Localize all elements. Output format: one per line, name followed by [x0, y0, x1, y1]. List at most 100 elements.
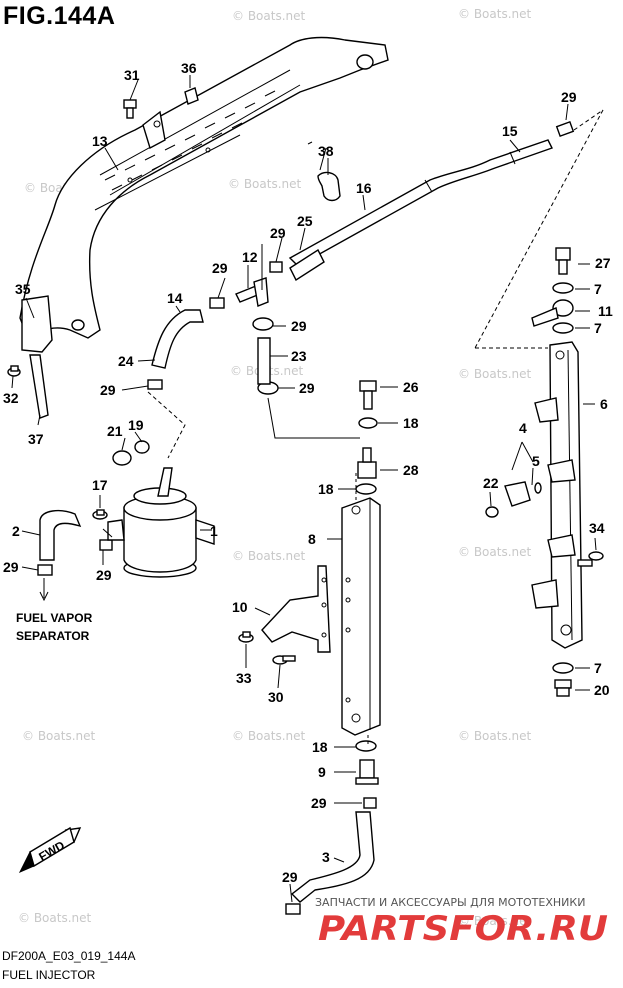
callout-18c: 18: [312, 739, 328, 755]
part-36-nut: [184, 87, 199, 105]
part-37-strap: [29, 354, 49, 419]
callout-22: 22: [483, 475, 499, 491]
callout-12: 12: [242, 249, 258, 265]
part-27-bolt: [555, 247, 571, 275]
callout-33: 33: [236, 670, 252, 686]
part-33-bolt: [238, 631, 254, 643]
watermark-text: © Boats.net: [458, 914, 532, 928]
callout-7b: 7: [594, 320, 602, 336]
part-31-bolt: [123, 99, 137, 119]
figure-caption: FUEL INJECTOR: [2, 968, 96, 982]
part-20-plug: [554, 679, 572, 697]
clamp-group: [37, 121, 575, 915]
part-19-grommet: [134, 440, 150, 454]
part-7-washer: [552, 322, 574, 334]
callout-30: 30: [268, 689, 284, 705]
part-9-fitting: [355, 759, 379, 785]
callout-31: 31: [124, 67, 140, 83]
callout-17: 17: [92, 477, 108, 493]
part-1-separator: [107, 467, 215, 578]
callout-7c: 7: [594, 660, 602, 676]
callout-35: 35: [15, 281, 31, 297]
callout-8: 8: [308, 531, 316, 547]
part-8-rail: [341, 497, 381, 736]
callout-29f: 29: [299, 380, 315, 396]
callout-27: 27: [595, 255, 611, 271]
seller-brand: PARTSFOR.RU: [318, 909, 608, 949]
callout-19: 19: [128, 417, 144, 433]
part-2-hose: [39, 509, 82, 561]
callout-18a: 18: [403, 415, 419, 431]
watermark-text: © Boats.net: [458, 545, 532, 559]
callout-15: 15: [502, 123, 518, 139]
note-line-1: FUEL VAPOR: [16, 611, 93, 625]
watermark-text: © Boats.net: [458, 367, 532, 381]
part-32-screw: [7, 365, 21, 377]
callout-37: 37: [28, 431, 44, 447]
callout-2: 2: [12, 523, 20, 539]
part-23-hose: [257, 337, 271, 385]
callout-9: 9: [318, 764, 326, 780]
part-4-injector: [485, 481, 542, 518]
part-35-plate: [21, 295, 53, 353]
part-11-banjo: [531, 299, 574, 327]
callout-21: 21: [107, 423, 123, 439]
callout-5: 5: [532, 453, 540, 469]
callout-36: 36: [181, 60, 197, 76]
part-18-washer: [358, 417, 378, 429]
callout-25: 25: [297, 213, 313, 229]
callout-1: 1: [210, 523, 218, 539]
part-7-washer: [552, 662, 574, 674]
callout-23: 23: [291, 348, 307, 364]
callout-6: 6: [600, 396, 608, 412]
callout-14: 14: [167, 290, 183, 306]
callout-38: 38: [318, 143, 334, 159]
callout-28: 28: [403, 462, 419, 478]
callout-29g: 29: [3, 559, 19, 575]
callout-29a: 29: [561, 89, 577, 105]
callout-32: 32: [3, 390, 19, 406]
part-17-screw: [92, 509, 108, 520]
callout-29c: 29: [212, 260, 228, 276]
callout-11: 11: [598, 303, 613, 319]
callout-16: 16: [356, 180, 372, 196]
watermark-text: © Boats.net: [18, 911, 92, 925]
callout-labels: 31 36 13 38 15 29 16 25 29 12 29 14 29 2…: [3, 60, 613, 885]
seller-tagline: ЗАПЧАСТИ И АКСЕССУАРЫ ДЛЯ МОТОТЕХНИКИ: [315, 896, 585, 909]
callout-26: 26: [403, 379, 419, 395]
callout-29d: 29: [291, 318, 307, 334]
watermark-text: © Boats.net: [22, 729, 96, 743]
watermark-text: © Boats.net: [458, 729, 532, 743]
leader-lines: [11, 75, 604, 903]
part-10-bracket: [261, 565, 331, 653]
part-26-bolt: [359, 380, 377, 410]
callout-18b: 18: [318, 481, 334, 497]
part-18-washer: [355, 740, 377, 752]
watermark-text: © Boats.net: [232, 549, 306, 563]
callout-7a: 7: [594, 281, 602, 297]
fwd-arrow-icon: FWD: [18, 826, 82, 873]
watermark-text: © Boats.net: [228, 177, 302, 191]
callout-3: 3: [322, 849, 330, 865]
watermark-text: © Boats.net: [458, 7, 532, 21]
callout-24: 24: [118, 353, 134, 369]
seller-watermark: ЗАПЧАСТИ И АКСЕССУАРЫ ДЛЯ МОТОТЕХНИКИ PA…: [315, 896, 608, 949]
callout-4: 4: [519, 420, 527, 436]
part-30-bolt: [272, 655, 296, 665]
part-38-clip: [317, 171, 341, 202]
part-6-rail: [531, 341, 583, 649]
callout-29h: 29: [96, 567, 112, 583]
note-line-2: SEPARATOR: [16, 629, 90, 643]
part-21-grommet: [112, 450, 132, 466]
callout-20: 20: [594, 682, 610, 698]
part-34-bolt: [577, 551, 604, 567]
part-3-hose: [290, 811, 375, 903]
callout-13: 13: [92, 133, 108, 149]
part-18-washer: [355, 483, 377, 495]
watermark-layer: © Boats.net © Boats.net © Boats.net © Bo…: [18, 7, 532, 928]
callout-29e: 29: [100, 382, 116, 398]
part-7-washer: [552, 282, 574, 294]
callout-29i: 29: [311, 795, 327, 811]
callout-29b: 29: [270, 225, 286, 241]
